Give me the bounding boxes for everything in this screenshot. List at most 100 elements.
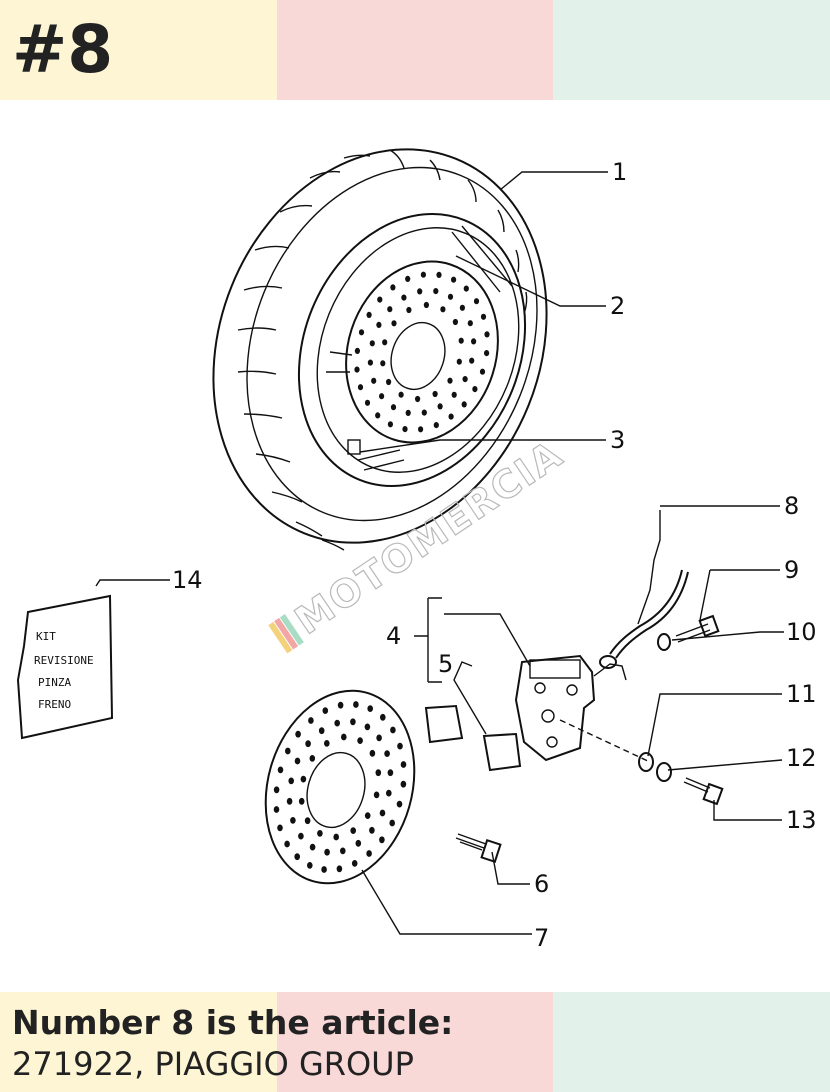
disc-hole (382, 339, 388, 346)
disc-hole (396, 800, 403, 808)
watermark-text: MOTOMERCIA (287, 432, 571, 643)
callout-10: 10 (786, 618, 817, 646)
disc-hole (364, 723, 371, 731)
disc-hole (402, 426, 408, 433)
part-number-caption: 271922, PIAGGIO GROUP (12, 1045, 414, 1083)
footer-band-yellow (0, 992, 277, 1092)
disc-hole (405, 409, 411, 416)
disc-hole (386, 378, 392, 386)
disc-hole (380, 713, 386, 721)
header-band-mint (553, 0, 830, 100)
rim-spokes (326, 225, 513, 471)
wheel-brake-disc (345, 260, 499, 444)
disc-hole (480, 313, 487, 320)
callout-6: 6 (534, 870, 549, 898)
assembly-axis (559, 719, 651, 763)
header-band-yellow (0, 0, 277, 100)
kit-label-line-3: PINZA (38, 676, 71, 689)
disc-hole (390, 284, 396, 291)
callout-12: 12 (786, 744, 817, 772)
disc-hole (309, 843, 316, 851)
disc-hole (375, 412, 381, 419)
disc-hole (440, 306, 446, 313)
kit-label-line-1: KIT (36, 630, 56, 643)
footer-band-mint (553, 992, 830, 1092)
brake-disc-outline (264, 689, 416, 885)
disc-hole (420, 271, 426, 278)
disc-hole (340, 847, 346, 855)
disc-hole (369, 826, 375, 834)
disc-hole (367, 705, 374, 712)
header-band-pink (277, 0, 553, 100)
disc-hole (421, 409, 427, 416)
callout-2: 2 (610, 292, 625, 320)
disc-hole (277, 766, 284, 774)
disc-hole (284, 840, 290, 848)
tyre-outer (212, 148, 548, 544)
disc-hole (294, 853, 301, 861)
disc-hole (333, 833, 340, 841)
footer-band (0, 992, 830, 1092)
disc-hole (375, 769, 382, 777)
disc-hole (308, 717, 314, 724)
disc-hole (432, 390, 438, 398)
disc-hole (369, 340, 375, 347)
disc-hole (387, 421, 393, 428)
disc-hole (373, 791, 380, 799)
leader-lines (95, 171, 784, 935)
disc-hole (322, 707, 329, 714)
kit-label-line-2: REVISIONE (34, 654, 94, 667)
disc-hole (447, 377, 453, 384)
repair-kit-bag: KIT REVISIONE PINZA FRENO (16, 594, 114, 740)
disc-hole (471, 338, 477, 345)
brake-disc-hub (306, 751, 366, 829)
disc-hole (367, 359, 373, 366)
tyre-sidewall (246, 166, 538, 522)
disc-hole (387, 769, 394, 777)
disc-hole (451, 276, 457, 283)
wheel-hub (390, 321, 446, 391)
exploded-parts-diagram: KIT REVISIONE PINZA FRENO 1 2 3 4 5 6 7 … (16, 148, 817, 952)
wheel-disc-holes (354, 271, 490, 433)
disc-hole (436, 271, 442, 278)
disc-hole (437, 403, 443, 410)
disc-hole (461, 401, 467, 408)
disc-hole (451, 391, 457, 398)
brake-hose (599, 569, 689, 669)
disc-hole (418, 426, 424, 433)
disc-hole (473, 298, 480, 305)
disc-hole (337, 701, 344, 709)
disc-hole (379, 836, 385, 844)
disc-hole (369, 749, 376, 757)
disc-hole (273, 806, 280, 813)
disc-hole (317, 830, 323, 837)
disc-hole (472, 386, 478, 393)
disc-hole (448, 413, 454, 420)
disc-hole (290, 817, 296, 824)
disc-hole (295, 730, 301, 738)
disc-hole (294, 757, 301, 765)
disc-hole (379, 393, 385, 400)
brake-disc (264, 689, 416, 885)
disc-hole (458, 337, 464, 344)
disc-hole (288, 777, 295, 785)
brake-caliper (514, 654, 627, 762)
article-caption: Number 8 is the article: (12, 1003, 454, 1042)
disc-hole (298, 797, 305, 805)
disc-hole (350, 827, 357, 834)
disc-hole (405, 275, 411, 282)
brake-disc-holes (273, 701, 407, 873)
disc-hole (389, 819, 396, 827)
disc-hole (398, 391, 404, 398)
callout-5: 5 (438, 650, 453, 678)
disc-hole (467, 320, 473, 327)
watermark-stripe-yellow (268, 621, 293, 654)
watermark: MOTOMERCIA (268, 431, 572, 654)
disc-hole (400, 780, 407, 788)
disc-hole (354, 347, 360, 354)
callout-3: 3 (610, 426, 625, 454)
disc-hole (433, 288, 439, 295)
disc-hole (376, 321, 382, 328)
disc-hole (371, 377, 377, 384)
disc-hole (391, 320, 397, 327)
